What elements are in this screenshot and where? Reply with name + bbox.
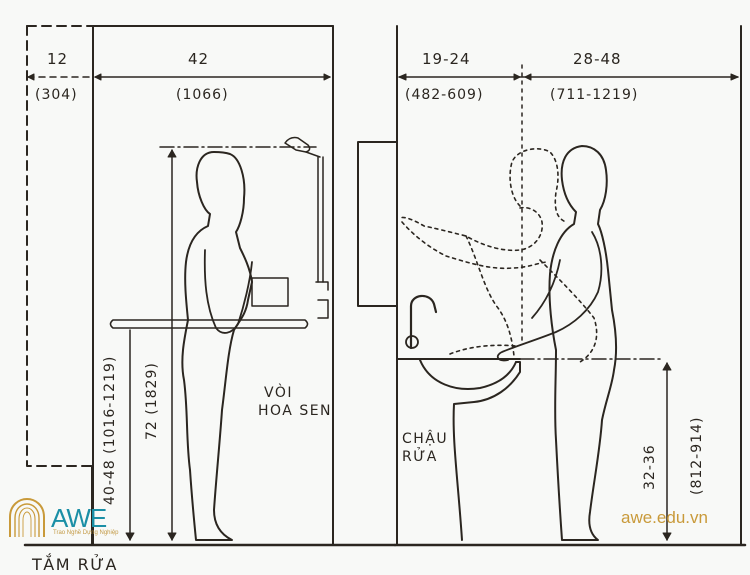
grab-bar: [109, 319, 309, 329]
mirror-cabinet: [357, 141, 398, 307]
right-person-figure: [548, 145, 618, 541]
dim-left-12-in: 12: [47, 50, 69, 68]
sink-faucet-icon: [409, 294, 438, 350]
logo-tagline: Trao Nghề Dựng Nghiệp: [53, 530, 119, 536]
awe-logo: AWE Trao Nghề Dựng Nghiệp: [6, 497, 131, 539]
dim-shower-height: 72 (1829): [144, 362, 160, 440]
dim-sink-height-in: 32-36: [642, 444, 658, 490]
dim-right-19-24-in: 19-24: [422, 50, 471, 68]
label-sink-line1: CHẬU: [402, 431, 449, 447]
arch-logo-icon: [9, 497, 45, 537]
label-sink-line2: RỬA: [402, 449, 438, 465]
label-shower-line1: VÒI: [264, 385, 293, 401]
left-person-figure: [181, 151, 253, 541]
leaning-person-dotted: [399, 148, 598, 363]
panel-title-bathing: TẮM RỬA: [32, 555, 118, 574]
logo-text: AWE: [51, 503, 107, 533]
dim-sink-height-mm: (812-914): [689, 416, 705, 495]
sink-pedestal: [452, 361, 521, 541]
shower-faucet-icon: [317, 299, 329, 319]
dim-right-28-48-in: 28-48: [573, 50, 622, 68]
dim-right-28-48-mm: (711-1219): [550, 87, 639, 103]
label-shower-line2: HOA SEN: [258, 403, 333, 419]
sink-basin: [419, 359, 517, 390]
label-sink: CHẬU RỬA: [402, 430, 448, 466]
sink-panel-frame: [393, 25, 747, 547]
label-shower-head: VÒI HOA SEN: [258, 384, 332, 420]
dim-right-19-24-mm: (482-609): [405, 87, 484, 103]
dim-left-42-mm: (1066): [176, 87, 229, 103]
shower-head-icon: [284, 136, 311, 153]
dim-grab-bar-height: 40-48 (1016-1219): [102, 355, 118, 505]
soap-dish: [251, 277, 289, 307]
shower-panel-frame: [23, 25, 397, 547]
dim-left-42-in: 42: [188, 50, 210, 68]
watermark-url: awe.edu.vn: [621, 508, 708, 527]
dim-left-12-mm: (304): [35, 87, 78, 103]
